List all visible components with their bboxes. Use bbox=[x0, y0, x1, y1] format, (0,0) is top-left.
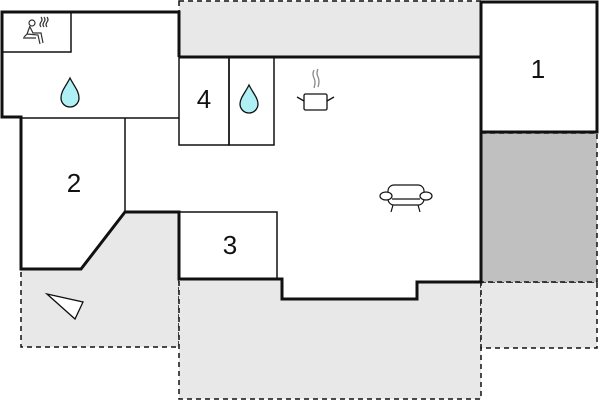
room-1 bbox=[479, 0, 599, 134]
cooking-pot-icon bbox=[296, 68, 335, 111]
room-2-label: 2 bbox=[67, 168, 81, 198]
sofa-icon bbox=[379, 184, 433, 213]
room-1-label: 1 bbox=[531, 54, 545, 84]
water-drop-icon bbox=[239, 83, 259, 114]
terrace-right bbox=[480, 281, 598, 349]
compass-triangle-icon bbox=[44, 292, 84, 321]
exterior-wall bbox=[0, 10, 483, 301]
room-3-label: 3 bbox=[223, 230, 237, 260]
sauna-icon bbox=[23, 16, 49, 45]
room-4-label: 4 bbox=[197, 84, 211, 114]
terrace-left bbox=[20, 211, 180, 348]
carport bbox=[480, 132, 598, 283]
terrace-top bbox=[178, 0, 482, 58]
water-drop-icon bbox=[60, 76, 80, 108]
house-interior bbox=[2, 12, 481, 299]
